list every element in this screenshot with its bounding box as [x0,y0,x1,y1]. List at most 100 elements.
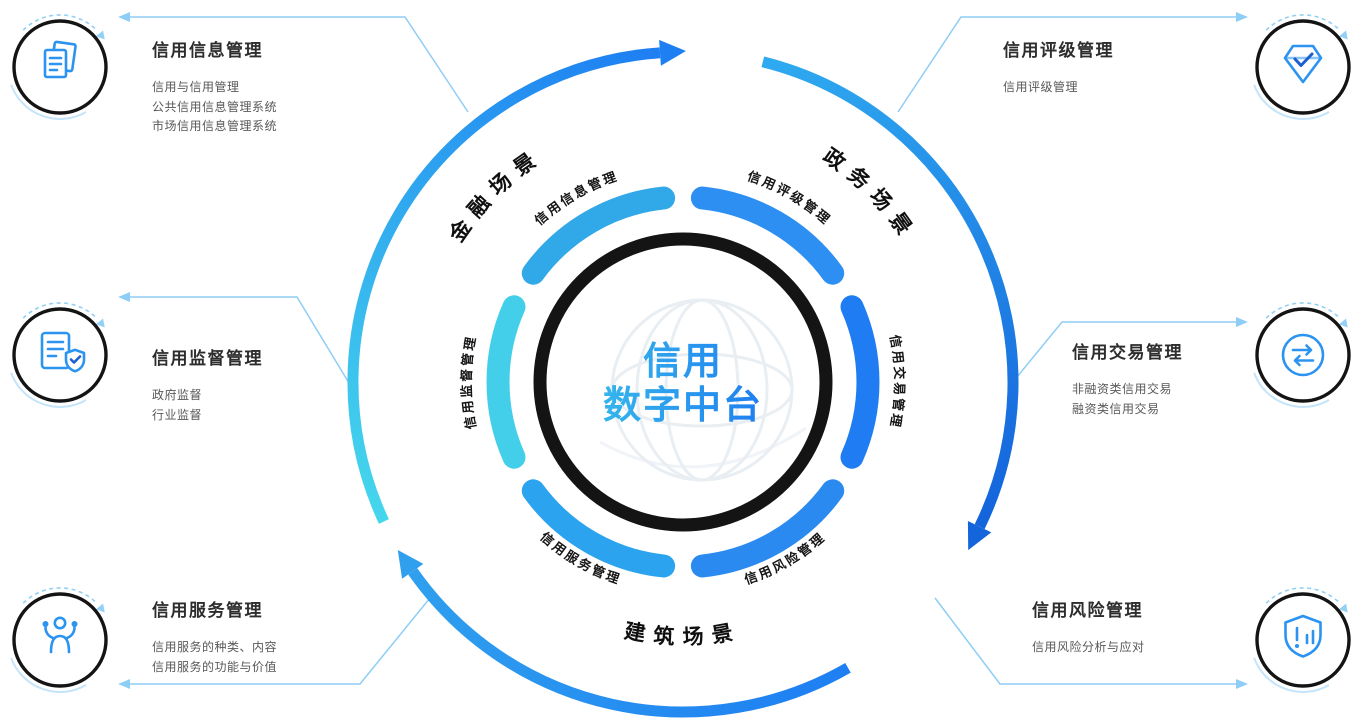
orbit-arrowhead [1339,603,1348,613]
svg-text:信用监督管理: 信用监督管理 [459,334,480,431]
callout-credit-transaction: 信用交易管理 非融资类信用交易 融资类信用交易 [1072,338,1312,419]
orbit-dashed-arc [22,302,98,319]
diamond-check-icon [1283,44,1323,84]
orbit-arrowhead [1339,30,1348,40]
credit-rating-badge-art [1253,14,1351,120]
credit-information-badge [5,12,115,122]
orbit-arc [10,657,87,693]
globe-watermark [599,298,807,482]
credit-supervision-badge-art [10,302,108,408]
svg-text:建筑场景: 建筑场景 [623,619,744,650]
ring-segment-credit-supervision [486,295,526,469]
callout-item: 非融资类信用交易 [1072,382,1173,396]
segment-label-credit-transaction: 信用交易管理 [886,334,905,431]
segment-label-credit-supervision: 信用监督管理 [459,334,478,431]
connector-line-top-right [897,16,1236,113]
outer-arc-right [761,56,1019,530]
callout-item: 信用与信用管理 [152,80,240,94]
callout-item: 信用评级管理 [1003,80,1079,94]
orbit-dashed-arc [1265,587,1341,604]
connector-arrowhead-bottom-left [118,679,130,689]
credit-transaction-badge-art [1253,302,1351,408]
orbit-dashed-arc [1265,302,1341,319]
callout-credit-information: 信用信息管理 信用与信用管理 公共信用信息管理系统 市场信用信息管理系统 [152,36,392,137]
connector-line-middle-right [1007,321,1236,389]
callout-item: 公共信用信息管理系统 [152,99,278,114]
outer-arrow-ring [347,39,1019,718]
orbit-arc [10,372,87,408]
orbit-dashed-arc [1265,14,1341,31]
shield-alert-icon [1284,614,1322,658]
document-shield-icon [40,331,86,373]
callout-item: 信用服务的种类、内容 [152,640,278,654]
documents-icon [43,40,77,79]
globe-meridian-2 [635,298,769,482]
callout-credit-risk: 信用风险管理 信用风险分析与应对 [1032,596,1272,658]
ring-segment-credit-service [521,479,676,578]
ring-segment-credit-transaction [840,295,880,469]
credit-transaction-badge [1248,300,1358,410]
callout-credit-service: 信用服务管理 信用服务的种类、内容 信用服务的功能与价值 [152,596,392,677]
connector-arrowhead-middle-left [118,292,130,302]
connector-arrowhead-top-left [118,12,130,22]
orbit-arc [1253,657,1330,693]
orbit-dashed-arc [22,14,98,31]
outer-arc-arrowhead-top [659,39,686,66]
callout-title: 信用评级管理 [1003,41,1114,61]
svg-text:信用交易管理: 信用交易管理 [886,334,907,431]
callout-item: 政府监督 [152,388,203,402]
orbit-arc [1253,84,1330,120]
callout-title: 信用服务管理 [152,601,263,621]
credit-supervision-badge [5,300,115,410]
callout-item: 信用风险分析与应对 [1032,640,1145,654]
scene-label-finance: 金融场景 [444,144,538,248]
globe-parallel [610,352,794,428]
outer-arc-arrowhead-bottom-left [397,550,424,579]
scene-label-construction: 建筑场景 [623,619,735,650]
ring-segment-credit-risk [690,479,845,578]
ring-segment-credit-rating [690,186,845,285]
credit-rating-badge [1248,12,1358,122]
callout-item: 市场信用信息管理系统 [152,119,278,133]
orbit-arrowhead [96,30,105,40]
svg-text:政务场景: 政务场景 [819,144,922,247]
exchange-arrows-icon [1281,333,1325,377]
credit-service-badge-art [10,587,108,693]
connector-line-bottom-right [934,597,1236,685]
callout-title: 信用交易管理 [1072,343,1183,363]
connector-arrowhead-middle-right [1236,317,1248,327]
outer-arc-bottom [408,568,851,718]
callout-credit-supervision: 信用监督管理 政府监督 行业监督 [152,344,392,425]
center-title-line1: 信用 [643,339,723,383]
connector-lines [118,12,1248,689]
orbit-arrowhead [96,603,105,613]
person-service-icon [42,616,78,654]
ring-segment-credit-information [521,186,676,285]
credit-risk-badge-art [1253,587,1351,693]
badge-ring [12,592,108,688]
orbit-arc [10,84,87,120]
outer-arc-arrowhead-bottom-right [967,521,992,551]
callout-item: 行业监督 [152,407,203,422]
callout-title: 信用风险管理 [1032,601,1143,621]
connector-line-middle-left [130,296,353,389]
connector-arrowhead-bottom-right [1236,679,1248,689]
orbit-dashed-arc [22,587,98,604]
callout-title: 信用监督管理 [152,349,263,369]
connector-line-top-left [130,16,469,113]
segment-ring [486,186,880,578]
connector-arrowhead-top-right [1236,12,1248,22]
svg-text:金融场景: 金融场景 [444,144,547,248]
center-title-line2: 数字中台 [603,383,763,427]
credit-service-badge [5,585,115,695]
orbit-arrowhead [96,318,105,328]
callout-item: 信用服务的功能与价值 [152,659,278,674]
credit-risk-badge [1248,585,1358,695]
orbit-arrowhead [1339,318,1348,328]
scene-label-government: 政务场景 [819,144,913,247]
globe-swoosh [599,426,807,469]
callout-title: 信用信息管理 [152,41,263,61]
connector-line-bottom-left [130,597,431,685]
